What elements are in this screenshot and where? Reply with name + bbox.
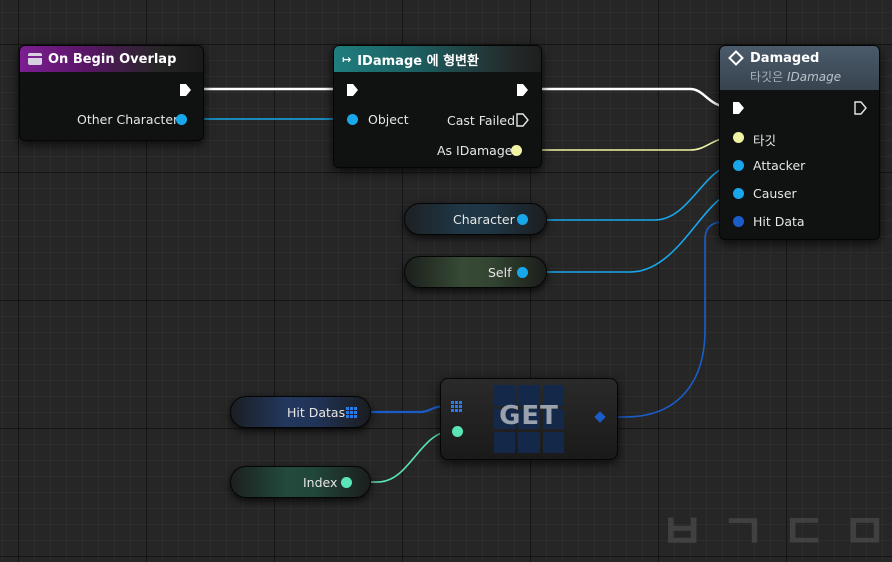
other-character-label: Other Character [77,112,179,127]
index-output-pin[interactable] [341,477,352,488]
cast-node-header[interactable]: ↦ IDamage 에 형변환 [334,46,541,72]
cast-to-idamage-node[interactable]: ↦ IDamage 에 형변환 Object Cast Failed As ID… [333,45,542,168]
self-output-pin[interactable] [517,267,528,278]
get-node-label: GET [499,401,559,431]
as-idamage-label: As IDamage [437,143,513,158]
subtitle-target-prefix: 타깃은 [750,70,784,84]
cast-node-title: IDamage 에 형변환 [357,53,479,69]
exec-wire-cast-damaged [528,87,731,109]
character-variable-label: Character [453,212,515,227]
struct-wire-hit-data [603,220,736,418]
object-pin[interactable] [347,114,358,125]
get-node-backdrop-grid [494,385,564,453]
index-variable-node[interactable]: Index [230,466,371,498]
object-wire-causer [527,192,736,273]
character-output-pin[interactable] [517,214,528,225]
other-character-pin[interactable] [176,114,187,125]
interface-wire-target [523,136,736,151]
attacker-label: Attacker [753,158,806,173]
interface-message-icon [728,50,744,66]
subtitle-interface-name: IDamage [786,70,842,84]
object-wire-attacker [527,164,736,221]
on-begin-overlap-title: On Begin Overlap [48,51,177,67]
struct-wire-hit-datas [366,404,448,414]
target-label: 타깃 [753,133,777,148]
damaged-node-header[interactable]: Damaged 타깃은 IDamage [720,46,879,90]
as-idamage-pin[interactable] [511,145,522,156]
target-pin[interactable] [733,132,744,143]
cast-arrow-icon: ↦ [342,52,352,66]
damaged-message-node[interactable]: Damaged 타깃은 IDamage 타깃 Attacker Causer H… [719,45,880,240]
object-label: Object [368,112,409,127]
hit-datas-variable-node[interactable]: Hit Datas [230,396,371,428]
damaged-node-title: Damaged [750,50,820,66]
damaged-node-subtitle: 타깃은 IDamage [728,68,841,85]
hit-data-pin[interactable] [733,216,744,227]
get-array-input-icon[interactable] [451,401,462,412]
index-variable-label: Index [303,475,338,490]
event-icon [28,53,42,65]
wire-layer [188,87,736,483]
get-index-input-pin[interactable] [452,426,463,437]
character-variable-node[interactable]: Character [404,203,547,235]
hit-data-label: Hit Data [753,214,805,229]
on-begin-overlap-header[interactable]: On Begin Overlap [20,46,203,72]
self-reference-label: Self [488,265,512,280]
on-begin-overlap-node[interactable]: On Begin Overlap Other Character [19,45,204,141]
causer-pin[interactable] [733,188,744,199]
attacker-pin[interactable] [733,160,744,171]
array-get-node[interactable]: GET [440,378,618,460]
cast-failed-label: Cast Failed [447,113,516,128]
self-reference-node[interactable]: Self [404,256,547,288]
array-grid-icon[interactable] [346,407,357,418]
hit-datas-variable-label: Hit Datas [287,405,346,420]
causer-label: Causer [753,186,797,201]
